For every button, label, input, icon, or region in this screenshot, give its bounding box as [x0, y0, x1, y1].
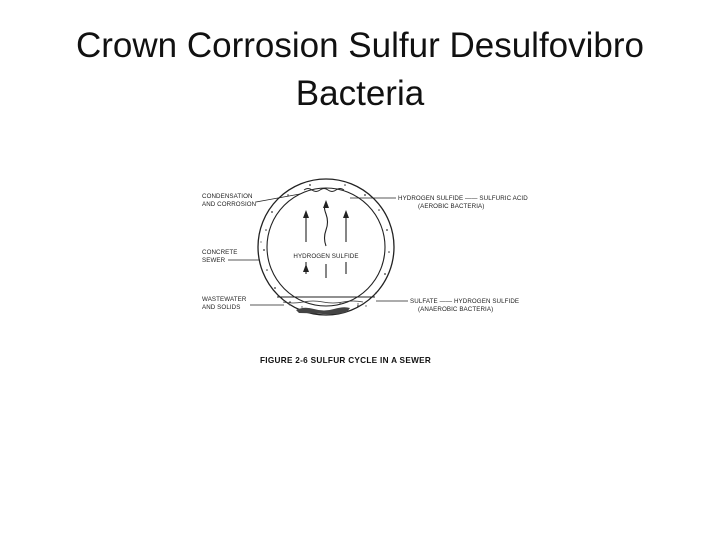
figure-caption: FIGURE 2-6 SULFUR CYCLE IN A SEWER: [260, 356, 431, 365]
wastewater-label-1: WASTEWATER: [202, 296, 247, 303]
hydrogen-sulfide-label: HYDROGEN SULFIDE: [293, 253, 358, 260]
water-ripple: [282, 300, 364, 304]
condensation-line: [303, 188, 345, 192]
gas-arrow-left-head: [303, 210, 309, 218]
bottom-right-label-2: (ANAEROBIC BACTERIA): [418, 306, 493, 313]
solids-dots: [289, 302, 367, 308]
condensation-label-1: CONDENSATION: [202, 193, 253, 200]
sewer-outer-wall: [257, 178, 395, 316]
bottom-right-label-1: SULFATE —— HYDROGEN SULFIDE: [410, 298, 519, 305]
top-right-label-1: HYDROGEN SULFIDE —— SULFURIC ACID: [398, 195, 528, 202]
sulfur-cycle-figure: HYDROGEN SULFIDE CONDENSATION AND CORROS…: [180, 150, 540, 380]
sludge-deposit: [296, 307, 350, 315]
wastewater-label-2: AND SOLIDS: [202, 304, 240, 311]
slide-title-line-2: Bacteria: [295, 74, 425, 113]
gas-arrow-center: [323, 205, 329, 247]
gas-arrow-right-head: [343, 210, 349, 218]
concrete-label-1: CONCRETE: [202, 249, 238, 256]
condensation-leader: [255, 193, 301, 203]
gas-arrow-center-head: [323, 200, 329, 208]
concrete-label-2: SEWER: [202, 257, 226, 264]
slide-title: Crown Corrosion Sulfur Desulfovibro Bact…: [20, 22, 700, 118]
sewer-inner-wall: [266, 187, 386, 307]
slide-title-line-1: Crown Corrosion Sulfur Desulfovibro: [76, 26, 644, 65]
sulfur-cycle-diagram: HYDROGEN SULFIDE CONDENSATION AND CORROS…: [202, 178, 528, 365]
top-right-label-2: (AEROBIC BACTERIA): [418, 203, 484, 210]
condensation-label-2: AND CORROSION: [202, 201, 256, 208]
gas-arrows: [305, 205, 347, 247]
